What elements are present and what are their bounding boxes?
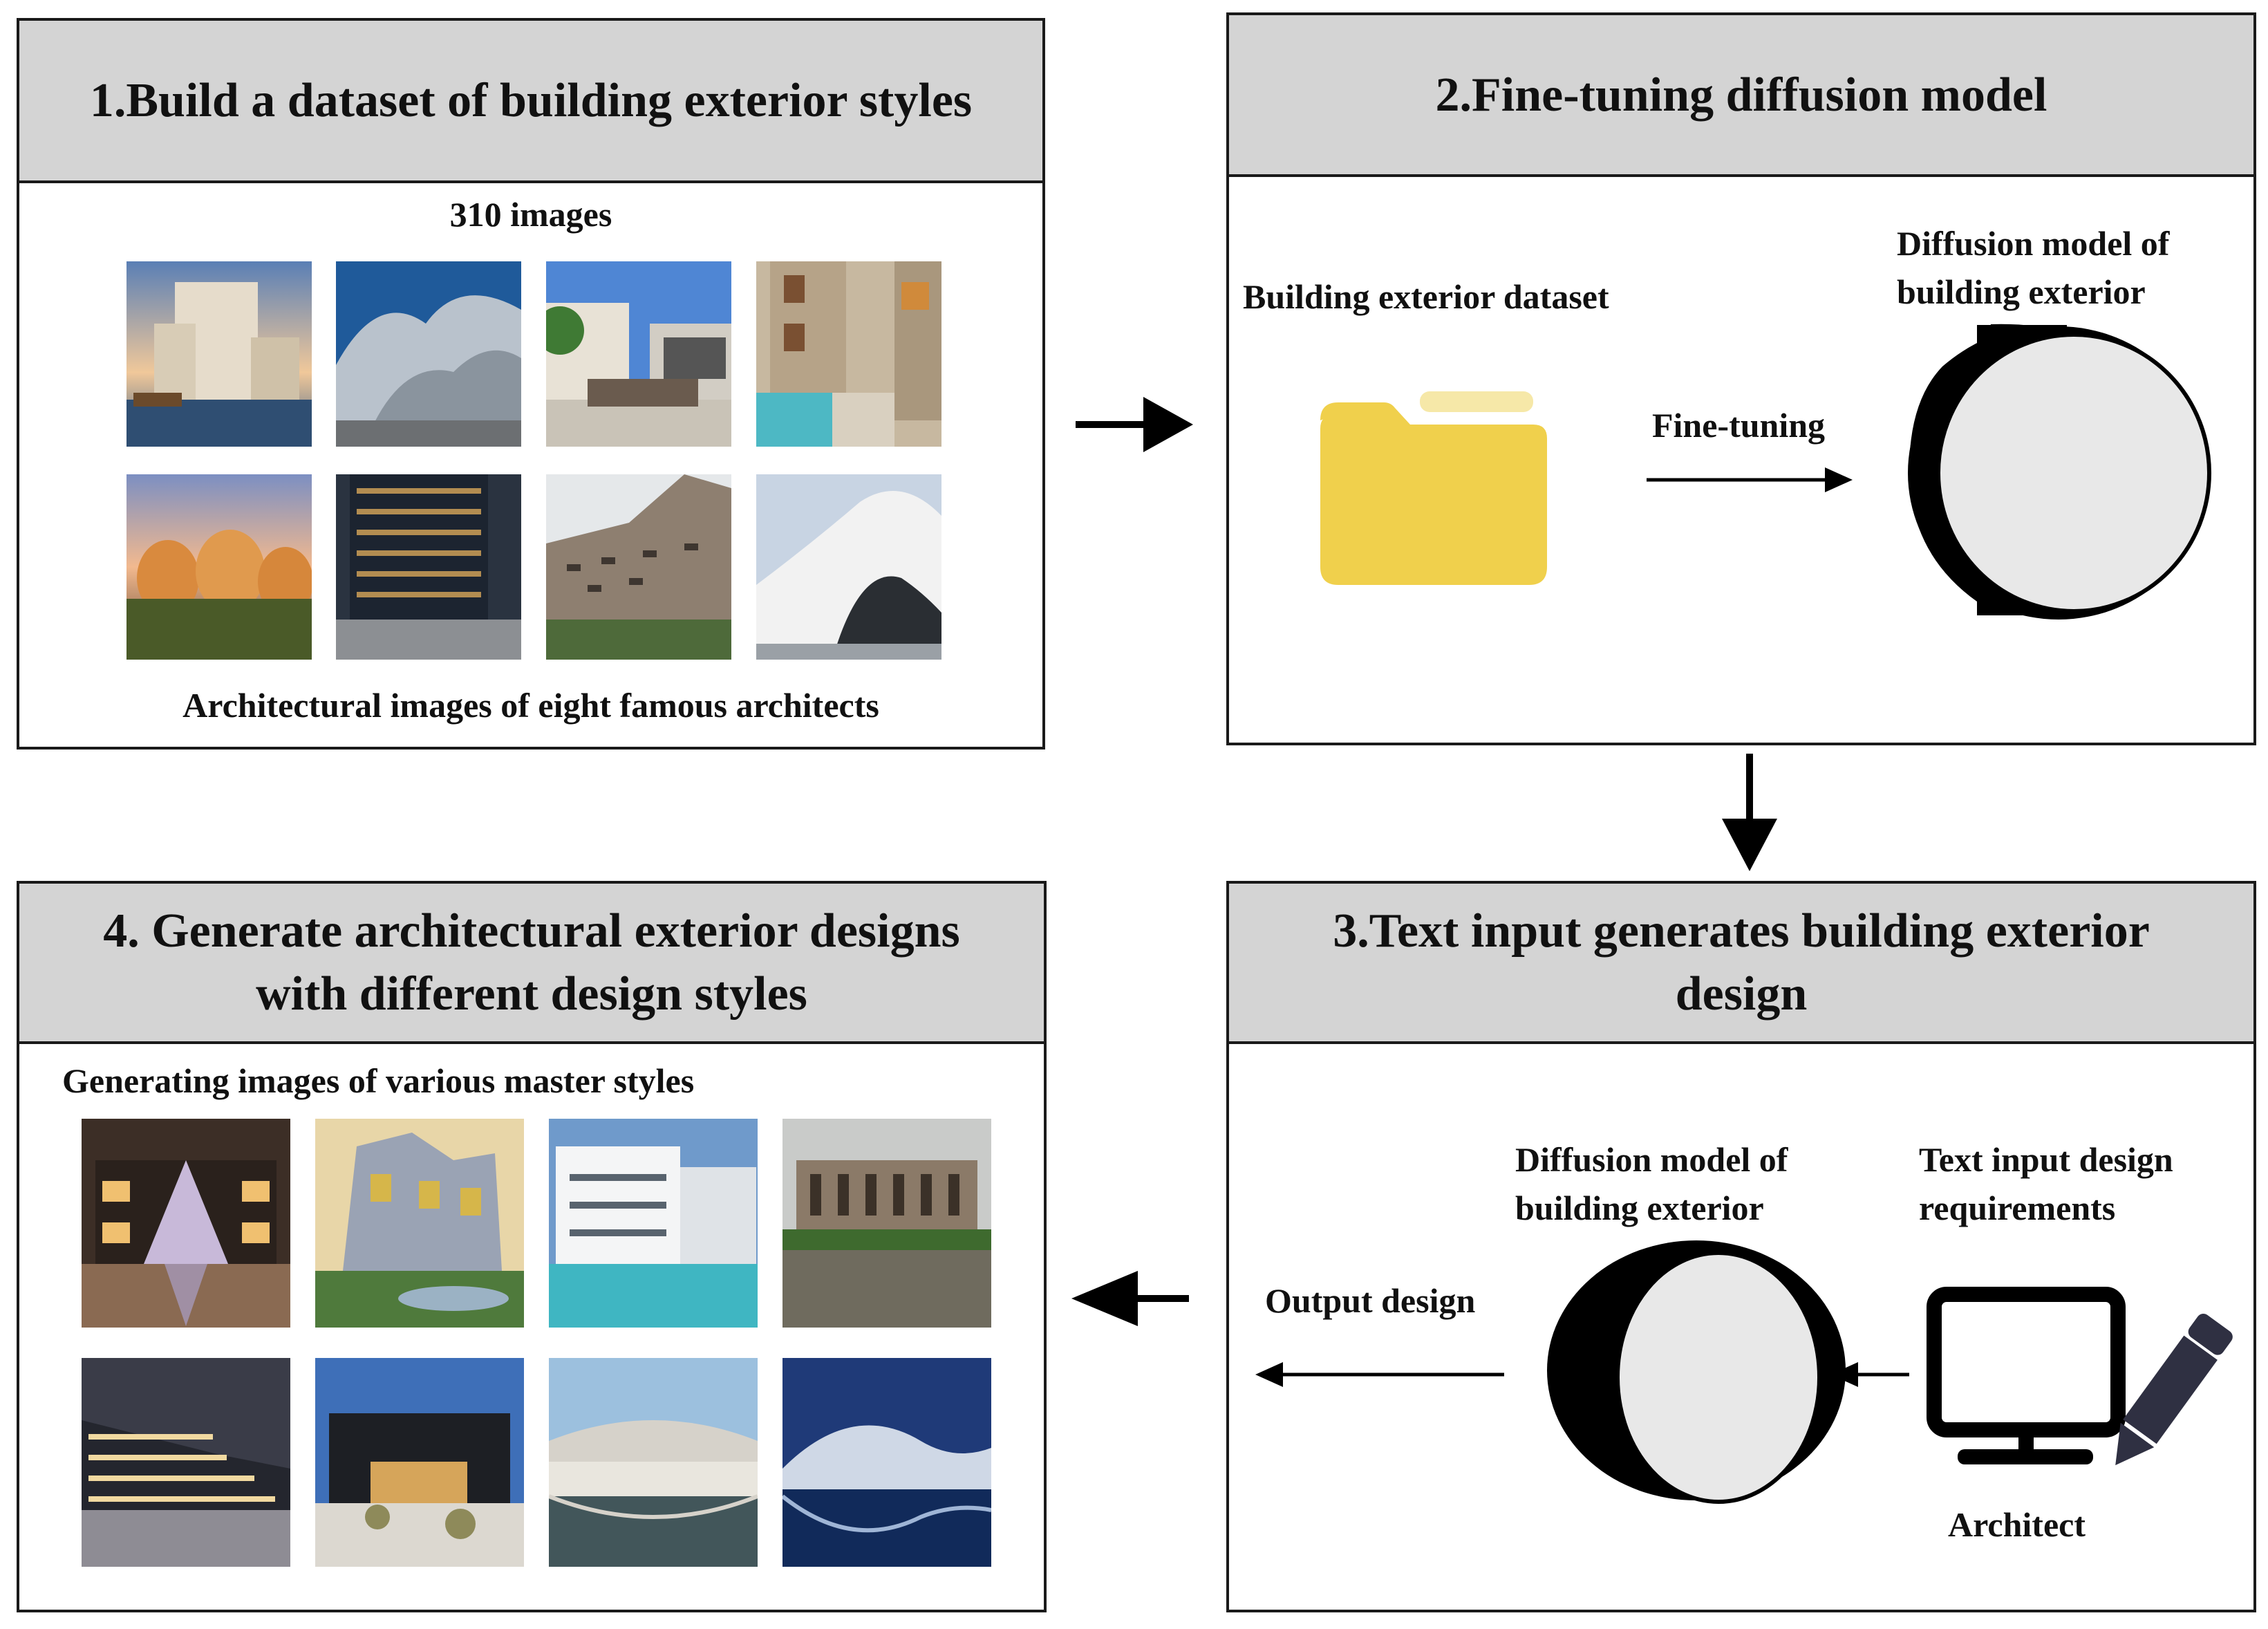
input-label-line2: requirements [1919, 1189, 2116, 1227]
panel4-title: 4. Generate architectural exterior desig… [19, 884, 1044, 1044]
input-label-line1: Text input design [1919, 1140, 2173, 1179]
generated-image-6 [315, 1358, 524, 1567]
model-label-line2: building exterior [1897, 272, 2146, 311]
generated-image-5 [82, 1358, 290, 1567]
dataset-photo-office-tower [336, 474, 521, 660]
architect-label: Architect [1948, 1505, 2086, 1544]
panel2-title: 2.Fine-tuning diffusion model [1229, 15, 2253, 177]
generated-image-8 [782, 1358, 991, 1567]
dataset-photo-courtyard [756, 261, 941, 447]
panel-text-input: 3.Text input generates building exterior… [1226, 881, 2256, 1612]
panel3-title: 3.Text input generates building exterior… [1229, 884, 2253, 1044]
dataset-photo-sunset-domes [126, 474, 312, 660]
generated-image-2 [315, 1119, 524, 1328]
generated-image-1 [82, 1119, 290, 1328]
image-count-label: 310 images [449, 195, 612, 234]
model-label-line1-p3: Diffusion model of [1515, 1140, 1788, 1179]
model-label-line1: Diffusion model of [1897, 224, 2170, 263]
dataset-label: Building exterior dataset [1243, 277, 1609, 316]
generated-caption: Generating images of various master styl… [62, 1061, 695, 1100]
dataset-photo-curved-building [756, 474, 941, 660]
panel4-title-line1: 4. Generate architectural exterior desig… [103, 904, 960, 958]
generated-image-3 [549, 1119, 758, 1328]
panel-generate-designs: 4. Generate architectural exterior desig… [17, 881, 1047, 1612]
dataset-photo-plaza [546, 261, 731, 447]
fine-tuning-label: Fine-tuning [1652, 406, 1826, 445]
arrow-left-3-to-4 [1071, 1271, 1189, 1326]
model-label-line2-p3: building exterior [1515, 1189, 1764, 1227]
panel1-title: 1.Build a dataset of building exterior s… [19, 21, 1042, 183]
panel-fine-tuning: 2.Fine-tuning diffusion model Building e… [1226, 12, 2256, 745]
arrow-right-1-to-2 [1076, 397, 1193, 452]
dataset-caption: Architectural images of eight famous arc… [182, 686, 879, 725]
output-design-label: Output design [1265, 1281, 1476, 1320]
panel3-title-line2: design [1675, 967, 1808, 1021]
panel4-title-line2: with different design styles [256, 967, 807, 1021]
arrow-down-2-to-3 [1722, 754, 1777, 871]
dataset-photo-concert-hall [336, 261, 521, 447]
generated-image-4 [782, 1119, 991, 1328]
dataset-photo-stone-building [546, 474, 731, 660]
generated-image-7 [549, 1358, 758, 1567]
dataset-photo-museum [126, 261, 312, 447]
panel3-title-line1: 3.Text input generates building exterior [1333, 904, 2150, 958]
panel-build-dataset: 1.Build a dataset of building exterior s… [17, 18, 1045, 750]
